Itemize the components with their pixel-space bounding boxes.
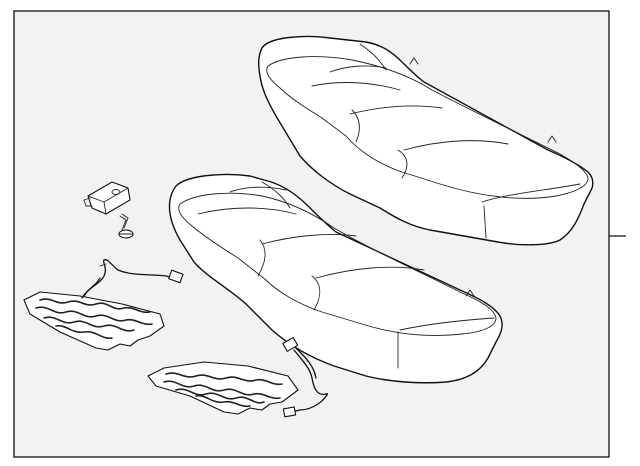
seat-heater-pad-left	[23, 291, 165, 351]
screw	[118, 213, 134, 239]
wiring-harness-left	[81, 259, 184, 299]
mounting-clip	[83, 181, 131, 215]
seat-heater-pad-right	[147, 361, 299, 415]
wiring-harness-right	[282, 336, 328, 418]
rear-seat-cushion-upper	[257, 35, 594, 246]
rear-seat-cushion-lower	[168, 173, 503, 384]
